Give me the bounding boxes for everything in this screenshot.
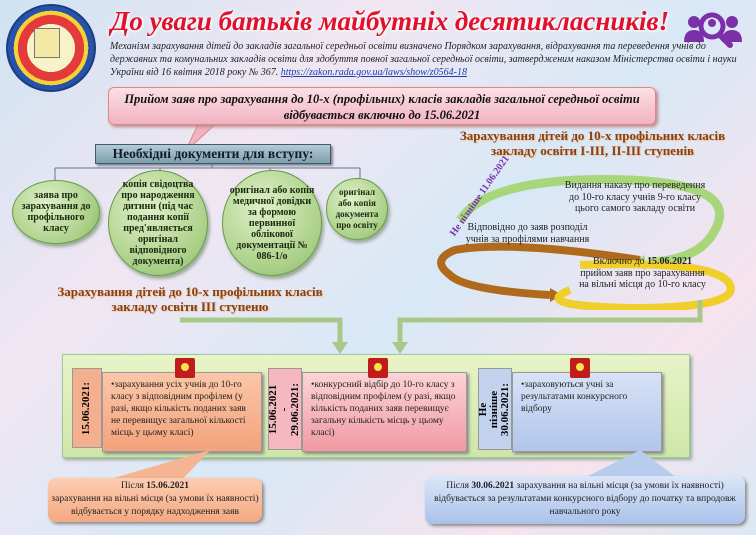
stage-2-card: •конкурсний відбір до 10-го класу з відп… — [302, 372, 467, 452]
doc-application: заява про зарахування до профільного кла… — [12, 180, 100, 244]
left-section-heading: Зарахування дітей до 10-х профільних кла… — [57, 284, 323, 314]
puzzle-icon — [175, 358, 195, 378]
page-title: До уваги батьків майбутніх десятикласник… — [110, 6, 670, 36]
people-search-icon — [684, 12, 742, 48]
callout-tails — [100, 450, 680, 482]
cycle-step-2: Відповідно до заяв розподіл учнів за про… — [465, 222, 590, 245]
puzzle-icon — [570, 358, 590, 378]
doc-medical-certificate: оригінал або копія медичної довідки за ф… — [222, 170, 322, 276]
doc-education-document: оригінал або копія документа про освіту — [326, 178, 388, 240]
cycle-arrows — [437, 175, 735, 310]
stage-1-card: •зарахування усіх учнів до 10-го класу з… — [102, 372, 262, 452]
right-section-heading: Зарахування дітей до 10-х профільних кла… — [459, 128, 726, 158]
stage-2-date: 15.06.2021 - 29.06.2021: — [268, 368, 302, 450]
documents-heading: Необхідні документи для вступу: — [95, 144, 331, 164]
doc-birth-certificate: копія свідоцтва про народження дитини (п… — [108, 170, 208, 276]
flow-connectors — [180, 300, 703, 354]
application-deadline-banner: Прийом заяв про зарахування до 10-х (про… — [108, 87, 656, 125]
callout-after-30-06: Після 30.06.2021 зарахування на вільні м… — [425, 476, 745, 524]
department-logo — [6, 4, 96, 92]
law-link[interactable]: https://zakon.rada.gov.ua/laws/show/z056… — [280, 67, 467, 78]
puzzle-icon — [368, 358, 388, 378]
stage-3-date: Не пізніше 30.06.2021: — [478, 368, 512, 450]
stage-1-date: 15.06.2021: — [72, 368, 102, 448]
cycle-step-1: Видання наказу про переведення до 10-го … — [564, 180, 706, 214]
logo-emblem — [34, 28, 60, 58]
intro-text: Механізм зарахування дітей до закладів з… — [110, 41, 737, 78]
stage-3-card: •зараховуються учні за результатами конк… — [512, 372, 662, 452]
